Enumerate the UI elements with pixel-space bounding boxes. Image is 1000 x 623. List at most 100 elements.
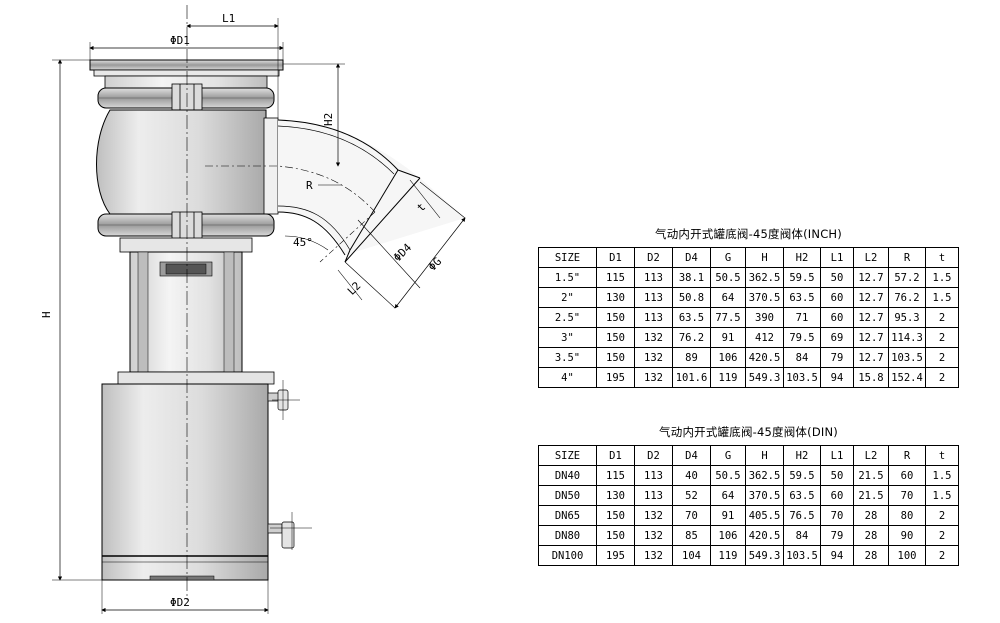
value-cell: 113 xyxy=(634,287,673,308)
value-cell: 63.5 xyxy=(783,287,821,308)
value-cell: 38.1 xyxy=(672,267,711,288)
value-cell: 104 xyxy=(672,545,711,566)
value-cell: 1.5 xyxy=(925,287,959,308)
value-cell: 76.2 xyxy=(888,287,926,308)
value-cell: 115 xyxy=(596,465,635,486)
value-cell: 64 xyxy=(710,287,746,308)
value-cell: 69 xyxy=(820,327,854,348)
dim-angle: 45° xyxy=(284,235,329,251)
header-cell: L1 xyxy=(820,445,854,466)
value-cell: 40 xyxy=(672,465,711,486)
value-cell: 115 xyxy=(596,267,635,288)
dim-R: R xyxy=(306,179,342,192)
spec-table-din-wrapper: 气动内开式罐底阀-45度阀体(DIN) SIZE D1 D2 D4 G H H2… xyxy=(538,424,959,566)
value-cell: 420.5 xyxy=(745,525,784,546)
header-cell: H2 xyxy=(783,247,821,268)
value-cell: 70 xyxy=(888,485,926,506)
top-flange xyxy=(89,59,284,89)
value-cell: 390 xyxy=(745,307,784,328)
table-header-row: SIZE D1 D2 D4 G H H2 L1 L2 R t xyxy=(538,247,959,268)
size-cell: DN40 xyxy=(538,465,597,486)
svg-text:ΦD1: ΦD1 xyxy=(170,34,190,47)
value-cell: 60 xyxy=(820,287,854,308)
value-cell: 420.5 xyxy=(745,347,784,368)
value-cell: 132 xyxy=(634,347,673,368)
value-cell: 113 xyxy=(634,465,673,486)
header-cell: G xyxy=(710,247,746,268)
value-cell: 91 xyxy=(710,505,746,526)
dim-D2: ΦD2 xyxy=(101,580,269,614)
value-cell: 76.2 xyxy=(672,327,711,348)
value-cell: 195 xyxy=(596,545,635,566)
value-cell: 370.5 xyxy=(745,287,784,308)
value-cell: 71 xyxy=(783,307,821,328)
header-cell: D2 xyxy=(634,445,673,466)
size-cell: 3.5" xyxy=(538,347,597,368)
value-cell: 1.5 xyxy=(925,267,959,288)
value-cell: 94 xyxy=(820,367,854,388)
value-cell: 79 xyxy=(820,347,854,368)
value-cell: 89 xyxy=(672,347,711,368)
value-cell: 132 xyxy=(634,367,673,388)
value-cell: 113 xyxy=(634,267,673,288)
value-cell: 59.5 xyxy=(783,267,821,288)
svg-text:H2: H2 xyxy=(322,113,335,126)
dim-H2: H2 xyxy=(283,63,345,167)
header-cell: L1 xyxy=(820,247,854,268)
value-cell: 103.5 xyxy=(783,367,821,388)
value-cell: 50.8 xyxy=(672,287,711,308)
value-cell: 28 xyxy=(853,525,889,546)
value-cell: 15.8 xyxy=(853,367,889,388)
svg-text:ΦG: ΦG xyxy=(426,255,445,274)
value-cell: 2 xyxy=(925,307,959,328)
air-fitting-lower xyxy=(267,512,312,550)
table-caption-din: 气动内开式罐底阀-45度阀体(DIN) xyxy=(659,425,838,439)
value-cell: 79.5 xyxy=(783,327,821,348)
value-cell: 59.5 xyxy=(783,465,821,486)
value-cell: 12.7 xyxy=(853,327,889,348)
value-cell: 195 xyxy=(596,367,635,388)
value-cell: 130 xyxy=(596,485,635,506)
value-cell: 77.5 xyxy=(710,307,746,328)
value-cell: 103.5 xyxy=(888,347,926,368)
table-caption-inch: 气动内开式罐底阀-45度阀体(INCH) xyxy=(655,227,842,241)
value-cell: 549.3 xyxy=(745,545,784,566)
value-cell: 132 xyxy=(634,525,673,546)
value-cell: 150 xyxy=(596,307,635,328)
value-cell: 60 xyxy=(820,485,854,506)
size-cell: 2.5" xyxy=(538,307,597,328)
value-cell: 76.5 xyxy=(783,505,821,526)
value-cell: 28 xyxy=(853,545,889,566)
value-cell: 1.5 xyxy=(925,465,959,486)
actuator xyxy=(101,383,269,581)
value-cell: 132 xyxy=(634,327,673,348)
header-cell: D4 xyxy=(672,445,711,466)
header-cell: SIZE xyxy=(538,445,597,466)
value-cell: 28 xyxy=(853,505,889,526)
value-cell: 405.5 xyxy=(745,505,784,526)
value-cell: 150 xyxy=(596,505,635,526)
header-cell: H2 xyxy=(783,445,821,466)
value-cell: 79 xyxy=(820,525,854,546)
value-cell: 50.5 xyxy=(710,465,746,486)
value-cell: 12.7 xyxy=(853,347,889,368)
value-cell: 132 xyxy=(634,545,673,566)
value-cell: 57.2 xyxy=(888,267,926,288)
value-cell: 64 xyxy=(710,485,746,506)
value-cell: 113 xyxy=(634,307,673,328)
svg-text:45°: 45° xyxy=(293,236,313,249)
size-cell: DN80 xyxy=(538,525,597,546)
value-cell: 1.5 xyxy=(925,485,959,506)
value-cell: 362.5 xyxy=(745,267,784,288)
value-cell: 94 xyxy=(820,545,854,566)
header-cell: D4 xyxy=(672,247,711,268)
header-cell: H xyxy=(745,247,784,268)
value-cell: 2 xyxy=(925,505,959,526)
value-cell: 362.5 xyxy=(745,465,784,486)
